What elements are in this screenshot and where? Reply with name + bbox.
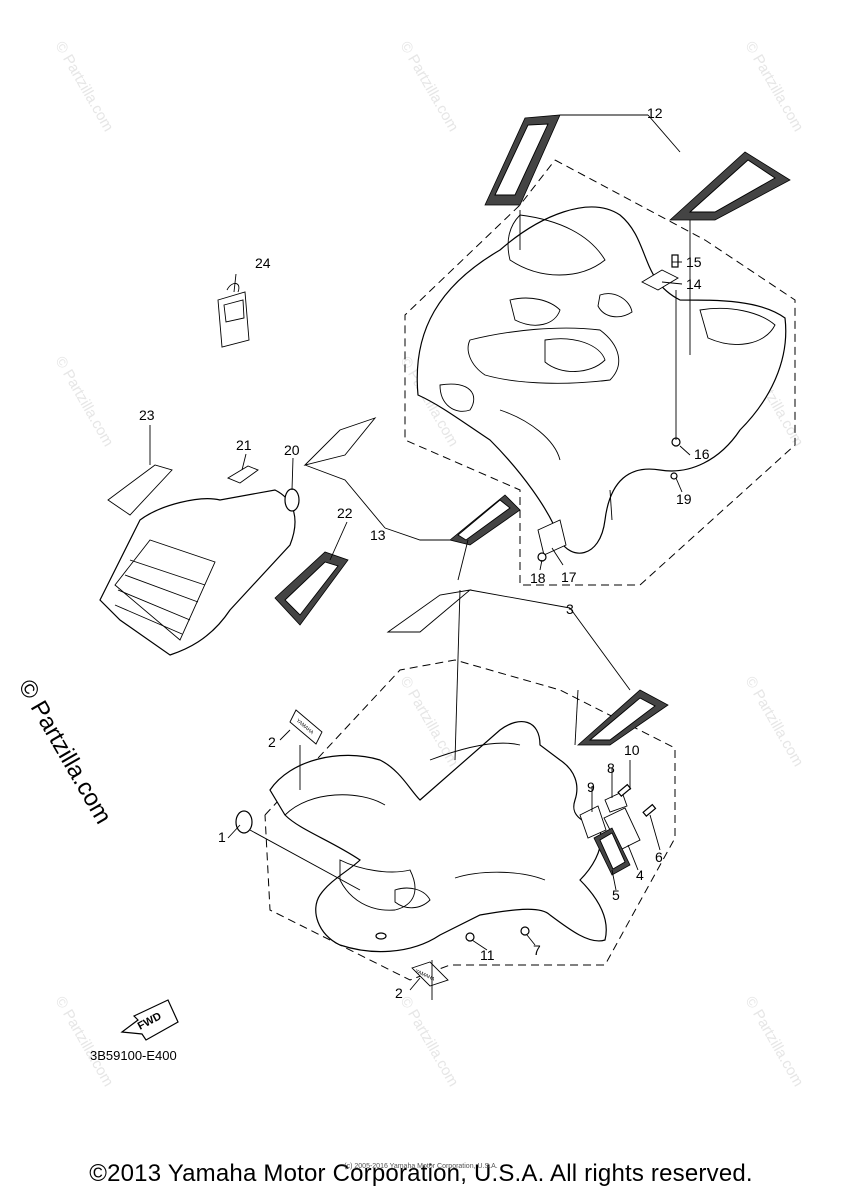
mudguard-decal-left	[303, 417, 377, 466]
watermark: © Partzilla.com	[52, 39, 117, 135]
grommet-7	[520, 926, 530, 936]
callout-16[interactable]: 16	[694, 446, 710, 462]
diagram-code: 3B59100-E400	[90, 1048, 177, 1063]
callout-5[interactable]: 5	[612, 887, 620, 903]
emblem-20	[284, 488, 300, 512]
callout-21[interactable]: 21	[236, 437, 252, 453]
screw-6	[642, 803, 657, 818]
callout-2[interactable]: 2	[268, 734, 276, 750]
callout-22[interactable]: 22	[337, 505, 353, 521]
front-fender	[269, 721, 607, 953]
reflector-plate	[641, 269, 679, 291]
yamaha-decal-top	[289, 709, 323, 745]
screw-10	[617, 783, 632, 798]
callout-17[interactable]: 17	[561, 569, 577, 585]
callout-14[interactable]: 14	[686, 276, 702, 292]
grommet-19	[670, 472, 678, 480]
callout-11[interactable]: 11	[480, 947, 495, 963]
watermark: © Partzilla.com	[397, 994, 462, 1090]
watermark: © Partzilla.com	[397, 674, 462, 770]
bracket-8	[604, 791, 628, 813]
fwd-arrow: FWD	[120, 999, 179, 1041]
callout-18[interactable]: 18	[530, 570, 546, 586]
decal-21	[227, 465, 259, 484]
callout-6[interactable]: 6	[655, 849, 663, 865]
tag-24	[217, 291, 250, 348]
side-cover-decal-23	[107, 464, 173, 516]
callout-2[interactable]: 2	[395, 985, 403, 1001]
callout-9[interactable]: 9	[587, 779, 595, 795]
side-cover-assembly	[99, 283, 349, 656]
callout-13[interactable]: 13	[370, 527, 386, 543]
copyright-notice: ©2013 Yamaha Motor Corporation, U.S.A. A…	[89, 1160, 753, 1187]
callouts: 1 2 2 3 4 5 6 7 8 9 10 11 12 13 14 15 16…	[139, 105, 710, 1001]
emblem-1	[235, 810, 253, 834]
callout-15[interactable]: 15	[686, 254, 702, 270]
leader-lines	[149, 114, 691, 1000]
callout-24[interactable]: 24	[255, 255, 271, 271]
grommet-11	[465, 932, 475, 942]
watermark: © Partzilla.com	[742, 994, 807, 1090]
callout-23[interactable]: 23	[139, 407, 155, 423]
watermark: © Partzilla.com	[52, 994, 117, 1090]
rear-fender-assembly	[404, 114, 796, 586]
callout-10[interactable]: 10	[624, 742, 640, 758]
watermark: © Partzilla.com	[742, 39, 807, 135]
watermark: © Partzilla.com	[742, 674, 807, 770]
watermark: © Partzilla.com	[397, 39, 462, 135]
callout-20[interactable]: 20	[284, 442, 300, 458]
callout-4[interactable]: 4	[636, 867, 644, 883]
callout-8[interactable]: 8	[607, 760, 615, 776]
callout-7[interactable]: 7	[533, 942, 541, 958]
front-fender-decal-left	[386, 589, 472, 633]
front-fender-assembly: YAMAHA YAMAHA	[235, 589, 676, 987]
callout-19[interactable]: 19	[676, 491, 692, 507]
rivet-15	[671, 254, 679, 268]
mudguard-assembly	[303, 417, 521, 546]
copyright-small-print: (c) 2005-2016 Yamaha Motor Corporation, …	[344, 1163, 498, 1170]
grommet-18	[537, 552, 547, 562]
callout-3[interactable]: 3	[566, 601, 574, 617]
callout-12[interactable]: 12	[647, 105, 663, 121]
rear-fender	[416, 206, 787, 554]
callout-1[interactable]: 1	[218, 829, 226, 845]
watermark: © Partzilla.com	[52, 354, 117, 450]
yamaha-decal-bottom	[411, 961, 449, 987]
label-17	[537, 519, 567, 556]
